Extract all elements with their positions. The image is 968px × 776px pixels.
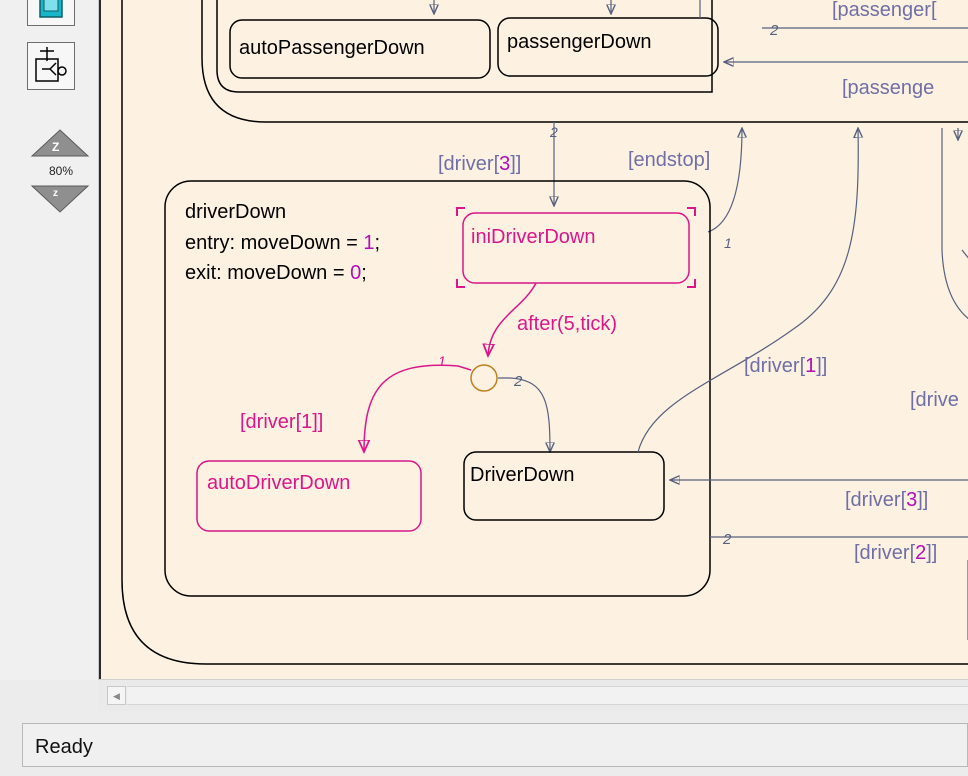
passenger-guard-mid: [passenge bbox=[842, 77, 934, 99]
status-text: Ready bbox=[35, 736, 93, 758]
priority-1-endstop: 1 bbox=[724, 235, 732, 251]
driver-down-exit: exit: moveDown = 0; bbox=[185, 262, 367, 284]
passenger-down-label: passengerDown bbox=[507, 31, 652, 53]
zoom-in-icon[interactable] bbox=[30, 129, 90, 157]
right-edge-transition bbox=[941, 128, 968, 320]
passenger-guard-top: [passenger[ bbox=[832, 0, 937, 21]
stateflow-chart: autoPassengerDown passengerDown 2 [passe… bbox=[121, 0, 968, 665]
driver1-junction-transition bbox=[364, 364, 472, 452]
auto-passenger-down-label: autoPassengerDown bbox=[239, 37, 425, 59]
driver1-guard-left: [driver[1]] bbox=[240, 411, 323, 433]
driver-down-entry: entry: moveDown = 1; bbox=[185, 232, 380, 254]
tool-palette: Z 80% z bbox=[0, 0, 99, 680]
selection-handles bbox=[456, 207, 696, 288]
endstop-guard: [endstop] bbox=[628, 149, 710, 171]
upper-state-border bbox=[201, 0, 968, 123]
priority-2-top: 2 bbox=[769, 22, 779, 39]
driver1-guard-right: [driver[1]] bbox=[744, 355, 827, 377]
zoom-out-icon[interactable] bbox=[30, 185, 90, 213]
driver3-guard-top: [driver[3]] bbox=[438, 153, 521, 175]
priority-2-mid: 2 bbox=[549, 124, 558, 140]
zoom-in-label: Z bbox=[52, 140, 60, 154]
zoom-control bbox=[30, 129, 90, 213]
priority-2-junction: 2 bbox=[513, 373, 523, 390]
priority-1-junction: 1 bbox=[438, 353, 446, 369]
scroll-track[interactable] bbox=[127, 686, 968, 705]
status-bar: Ready bbox=[22, 723, 968, 767]
passenger-down-state[interactable] bbox=[497, 17, 719, 77]
auto-driver-down-state[interactable] bbox=[196, 460, 422, 532]
auto-passenger-down-state[interactable] bbox=[229, 19, 491, 79]
driverdown-inner-state[interactable] bbox=[463, 451, 665, 521]
endstop-transition bbox=[707, 128, 742, 233]
ini-driver-down-state[interactable] bbox=[462, 212, 690, 284]
zoom-out-label: z bbox=[53, 188, 58, 199]
ini-driver-down-label: iniDriverDown bbox=[471, 226, 595, 248]
connective-junction[interactable] bbox=[470, 364, 498, 392]
diagram-canvas[interactable]: autoPassengerDown passengerDown 2 [passe… bbox=[99, 0, 968, 679]
after-transition bbox=[488, 282, 537, 356]
outer-state-border bbox=[121, 0, 968, 665]
junction-to-driverdown bbox=[498, 377, 550, 452]
junction-tool-button[interactable] bbox=[27, 42, 75, 90]
driver-down-state[interactable] bbox=[164, 180, 711, 597]
passenger-substate-border bbox=[216, 0, 713, 93]
driver-down-name: driverDown bbox=[185, 201, 286, 223]
scroll-left-button[interactable]: ◀ bbox=[107, 686, 126, 705]
after-event-label: after(5,tick) bbox=[517, 313, 617, 335]
horizontal-scrollbar[interactable]: ◀ bbox=[99, 679, 968, 711]
right-edge-stub bbox=[961, 249, 968, 259]
driver1-exit-transition bbox=[637, 128, 858, 453]
zoom-level: 80% bbox=[48, 164, 74, 178]
driver-guard-edge: [drive bbox=[910, 389, 959, 411]
default-transition-icon bbox=[35, 47, 67, 82]
driver3-guard-bottom: [driver[3]] bbox=[845, 489, 928, 511]
driverdown-inner-label: DriverDown bbox=[470, 464, 574, 486]
cube-icon bbox=[39, 0, 63, 18]
auto-driver-down-label: autoDriverDown bbox=[207, 472, 350, 494]
priority-2-bottom: 2 bbox=[722, 531, 732, 548]
chevron-left-icon: ◀ bbox=[113, 691, 120, 701]
box-tool-button[interactable] bbox=[27, 0, 75, 26]
driver2-guard-bottom: [driver[2]] bbox=[854, 542, 937, 564]
